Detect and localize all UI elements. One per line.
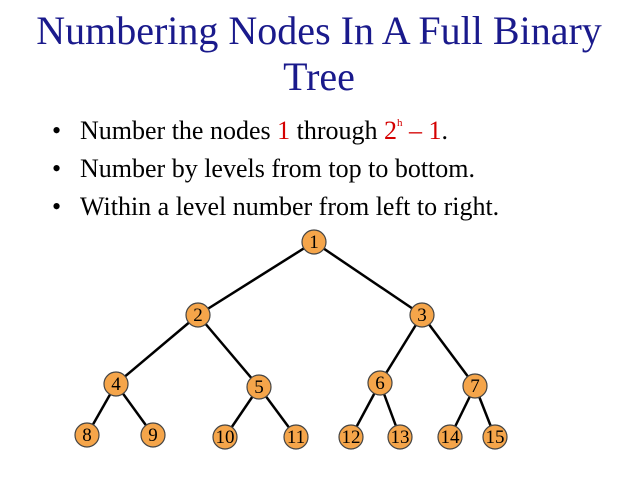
bullet-3-text: Within a level number from left to right… xyxy=(80,192,500,221)
tree-edge-1-2 xyxy=(197,240,315,317)
tree-node-label: 8 xyxy=(82,425,92,446)
bullet-item-1: • Number the nodes 1 through 2h – 1. xyxy=(52,112,499,150)
tree-node-circle xyxy=(367,370,393,396)
tree-node-circle xyxy=(482,424,508,450)
bullet-1-first-number: 1 xyxy=(277,116,291,145)
tree-node-13: 13 xyxy=(387,424,413,450)
tree-node-circle xyxy=(437,424,463,450)
tree-node-6: 6 xyxy=(367,370,393,396)
tree-node-14: 14 xyxy=(437,424,463,450)
tree-edge-2-5 xyxy=(197,314,260,388)
bullet-1-period: . xyxy=(441,116,449,145)
tree-node-10: 10 xyxy=(212,424,238,450)
bullet-icon: • xyxy=(52,154,62,183)
bullet-item-2: • Number by levels from top to bottom. xyxy=(52,150,499,188)
tree-node-label: 2 xyxy=(193,305,203,326)
bullet-2-text: Number by levels from top to bottom. xyxy=(80,154,476,183)
tree-node-label: 5 xyxy=(254,377,264,398)
tree-edge-3-7 xyxy=(420,314,477,387)
tree-edge-1-3 xyxy=(313,240,423,317)
bullet-list: • Number the nodes 1 through 2h – 1. • N… xyxy=(52,112,499,226)
tree-node-circle xyxy=(140,422,166,448)
tree-node-4: 4 xyxy=(103,371,129,397)
tree-node-circle xyxy=(301,229,327,255)
tree-edge-3-6 xyxy=(378,314,424,384)
bullet-1-exponent: h xyxy=(397,117,403,129)
tree-node-label: 6 xyxy=(375,373,385,394)
tree-node-2: 2 xyxy=(185,302,211,328)
bullet-1-prefix: Number the nodes xyxy=(80,116,278,145)
tree-node-5: 5 xyxy=(246,374,272,400)
bullet-1-through: through xyxy=(290,116,385,145)
tree-node-circle xyxy=(462,373,488,399)
title-line-1: Numbering Nodes In A Full Binary xyxy=(36,8,602,53)
tree-node-circle xyxy=(246,374,272,400)
tree-node-label: 7 xyxy=(470,376,480,397)
tree-node-circle xyxy=(185,302,211,328)
tree-node-8: 8 xyxy=(74,422,100,448)
tree-node-label: 1 xyxy=(309,232,319,253)
tree-node-label: 12 xyxy=(342,427,361,448)
tree-node-label: 13 xyxy=(391,427,410,448)
tree-node-circle xyxy=(387,424,413,450)
tree-node-circle xyxy=(338,424,364,450)
tree-node-15: 15 xyxy=(482,424,508,450)
tree-node-9: 9 xyxy=(140,422,166,448)
tree-edge-2-4 xyxy=(115,314,199,385)
tree-node-11: 11 xyxy=(283,424,309,450)
tree-node-label: 4 xyxy=(111,374,121,395)
bullet-1-last-number: 1 xyxy=(428,116,442,145)
bullet-1-minus: – xyxy=(402,116,429,145)
tree-node-circle xyxy=(74,422,100,448)
tree-node-3: 3 xyxy=(409,302,435,328)
tree-node-circle xyxy=(409,302,435,328)
tree-node-circle xyxy=(103,371,129,397)
tree-node-7: 7 xyxy=(462,373,488,399)
tree-edges xyxy=(85,240,497,438)
tree-node-circle xyxy=(283,424,309,450)
slide-title: Numbering Nodes In A Full Binary Tree xyxy=(0,8,638,100)
tree-node-label: 10 xyxy=(216,427,235,448)
tree-node-label: 14 xyxy=(441,427,461,448)
bullet-icon: • xyxy=(52,192,62,221)
tree-node-12: 12 xyxy=(338,424,364,450)
tree-node-label: 15 xyxy=(486,427,505,448)
tree-node-label: 11 xyxy=(287,427,305,448)
bullet-item-3: • Within a level number from left to rig… xyxy=(52,188,499,226)
tree-node-label: 3 xyxy=(417,305,427,326)
tree-node-label: 9 xyxy=(148,425,158,446)
bullet-1-base: 2 xyxy=(384,116,398,145)
tree-node-circle xyxy=(212,424,238,450)
bullet-icon: • xyxy=(52,116,62,145)
tree-node-1: 1 xyxy=(301,229,327,255)
title-line-2: Tree xyxy=(283,54,355,99)
